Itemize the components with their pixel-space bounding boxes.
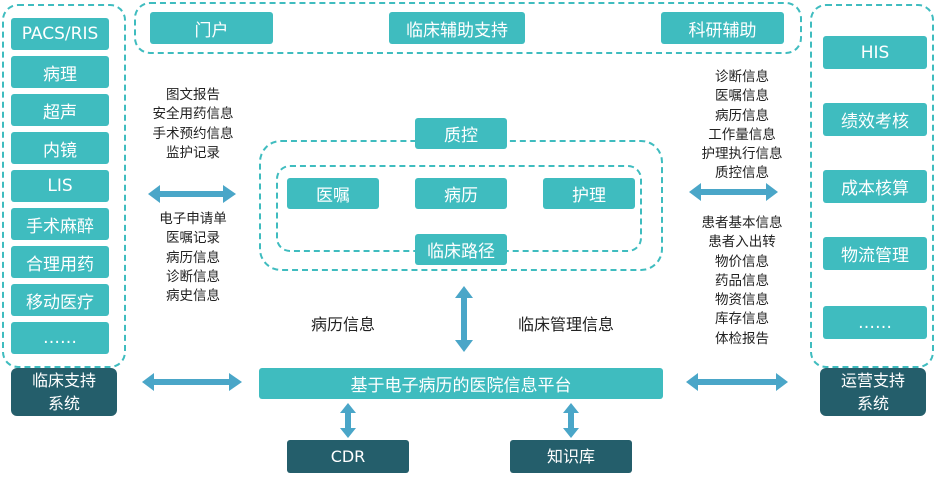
center-vertical-double-arrow xyxy=(455,286,473,352)
left-lower-double-arrow xyxy=(142,373,242,391)
research-box[interactable]: 科研辅助 xyxy=(661,12,784,44)
info-line: 患者入出转 xyxy=(708,234,776,251)
right-lower-info-list: 患者基本信息患者入出转物价信息药品信息物资信息库存信息体检报告 xyxy=(672,214,812,349)
info-line: 诊断信息 xyxy=(166,268,220,285)
clinical-support-box[interactable]: 临床辅助支持 xyxy=(389,12,525,44)
left-system-item[interactable]: 超声 xyxy=(11,94,109,126)
info-line: 图文报告 xyxy=(166,87,220,103)
clinical-support-system-box[interactable]: 临床支持 系统 xyxy=(11,368,117,416)
info-line: 质控信息 xyxy=(715,165,769,182)
knowledge-vertical-double-arrow xyxy=(563,403,579,438)
info-line: 物资信息 xyxy=(715,292,769,309)
right-system-item[interactable]: 成本核算 xyxy=(823,170,927,203)
right-upper-info-list: 诊断信息医嘱信息病历信息工作量信息护理执行信息质控信息 xyxy=(672,68,812,184)
right-system-item[interactable]: HIS xyxy=(823,36,927,69)
right-system-frame xyxy=(810,4,934,368)
info-line: 药品信息 xyxy=(715,272,769,289)
info-line: 电子申请单 xyxy=(159,211,227,227)
left-system-item[interactable]: …… xyxy=(11,322,109,354)
top-bar-frame xyxy=(134,2,802,54)
left-upper-double-arrow xyxy=(148,185,236,203)
right-lower-double-arrow xyxy=(686,373,788,391)
info-line: 诊断信息 xyxy=(715,69,769,85)
left-system-item[interactable]: 移动医疗 xyxy=(11,284,109,316)
left-system-item[interactable]: 合理用药 xyxy=(11,246,109,278)
operation-support-line2: 系统 xyxy=(856,394,889,413)
clinical-support-line2: 系统 xyxy=(47,394,80,413)
left-system-item[interactable]: PACS/RIS xyxy=(11,18,109,50)
cdr-box[interactable]: CDR xyxy=(287,440,409,473)
info-line: 监护记录 xyxy=(166,144,220,161)
clinical-pathway-box[interactable]: 临床路径 xyxy=(415,234,507,265)
info-line: 手术预约信息 xyxy=(152,125,234,142)
info-line: 病历信息 xyxy=(715,107,769,124)
left-upper-info-list: 图文报告安全用药信息手术预约信息监护记录 xyxy=(128,86,258,163)
info-line: 患者基本信息 xyxy=(701,215,783,231)
record-info-label: 病历信息 xyxy=(311,315,376,334)
quality-control-box[interactable]: 质控 xyxy=(415,118,507,149)
left-system-item[interactable]: 手术麻醉 xyxy=(11,208,109,240)
info-line: 库存信息 xyxy=(715,311,769,328)
info-line: 物价信息 xyxy=(715,253,769,270)
nursing-box[interactable]: 护理 xyxy=(543,178,635,209)
medical-record-box[interactable]: 病历 xyxy=(415,178,507,209)
cdr-vertical-double-arrow xyxy=(340,403,356,438)
info-line: 安全用药信息 xyxy=(152,106,234,123)
left-lower-info-list: 电子申请单医嘱记录病历信息诊断信息病史信息 xyxy=(128,210,258,306)
orders-box[interactable]: 医嘱 xyxy=(287,178,379,209)
portal-box[interactable]: 门户 xyxy=(150,12,273,44)
left-system-item[interactable]: LIS xyxy=(11,170,109,202)
operation-support-line1: 运营支持 xyxy=(840,371,905,390)
left-system-item[interactable]: 病理 xyxy=(11,56,109,88)
clinical-support-line1: 临床支持 xyxy=(31,371,96,390)
right-system-item[interactable]: 绩效考核 xyxy=(823,103,927,136)
info-line: 护理执行信息 xyxy=(701,146,783,163)
knowledge-base-box[interactable]: 知识库 xyxy=(510,440,632,473)
hospital-info-platform-box[interactable]: 基于电子病历的医院信息平台 xyxy=(259,368,663,399)
info-line: 病史信息 xyxy=(166,288,220,305)
right-system-item[interactable]: 物流管理 xyxy=(823,237,927,270)
clinical-mgmt-info-label: 临床管理信息 xyxy=(518,315,615,334)
info-line: 工作量信息 xyxy=(708,126,776,143)
operation-support-system-box[interactable]: 运营支持 系统 xyxy=(820,368,926,416)
info-line: 医嘱信息 xyxy=(715,88,769,105)
info-line: 体检报告 xyxy=(715,330,769,347)
right-upper-double-arrow xyxy=(689,183,778,201)
info-line: 医嘱记录 xyxy=(166,230,220,247)
left-system-item[interactable]: 内镜 xyxy=(11,132,109,164)
right-system-item[interactable]: …… xyxy=(823,306,927,339)
left-system-frame xyxy=(2,4,126,368)
info-line: 病历信息 xyxy=(166,249,220,266)
